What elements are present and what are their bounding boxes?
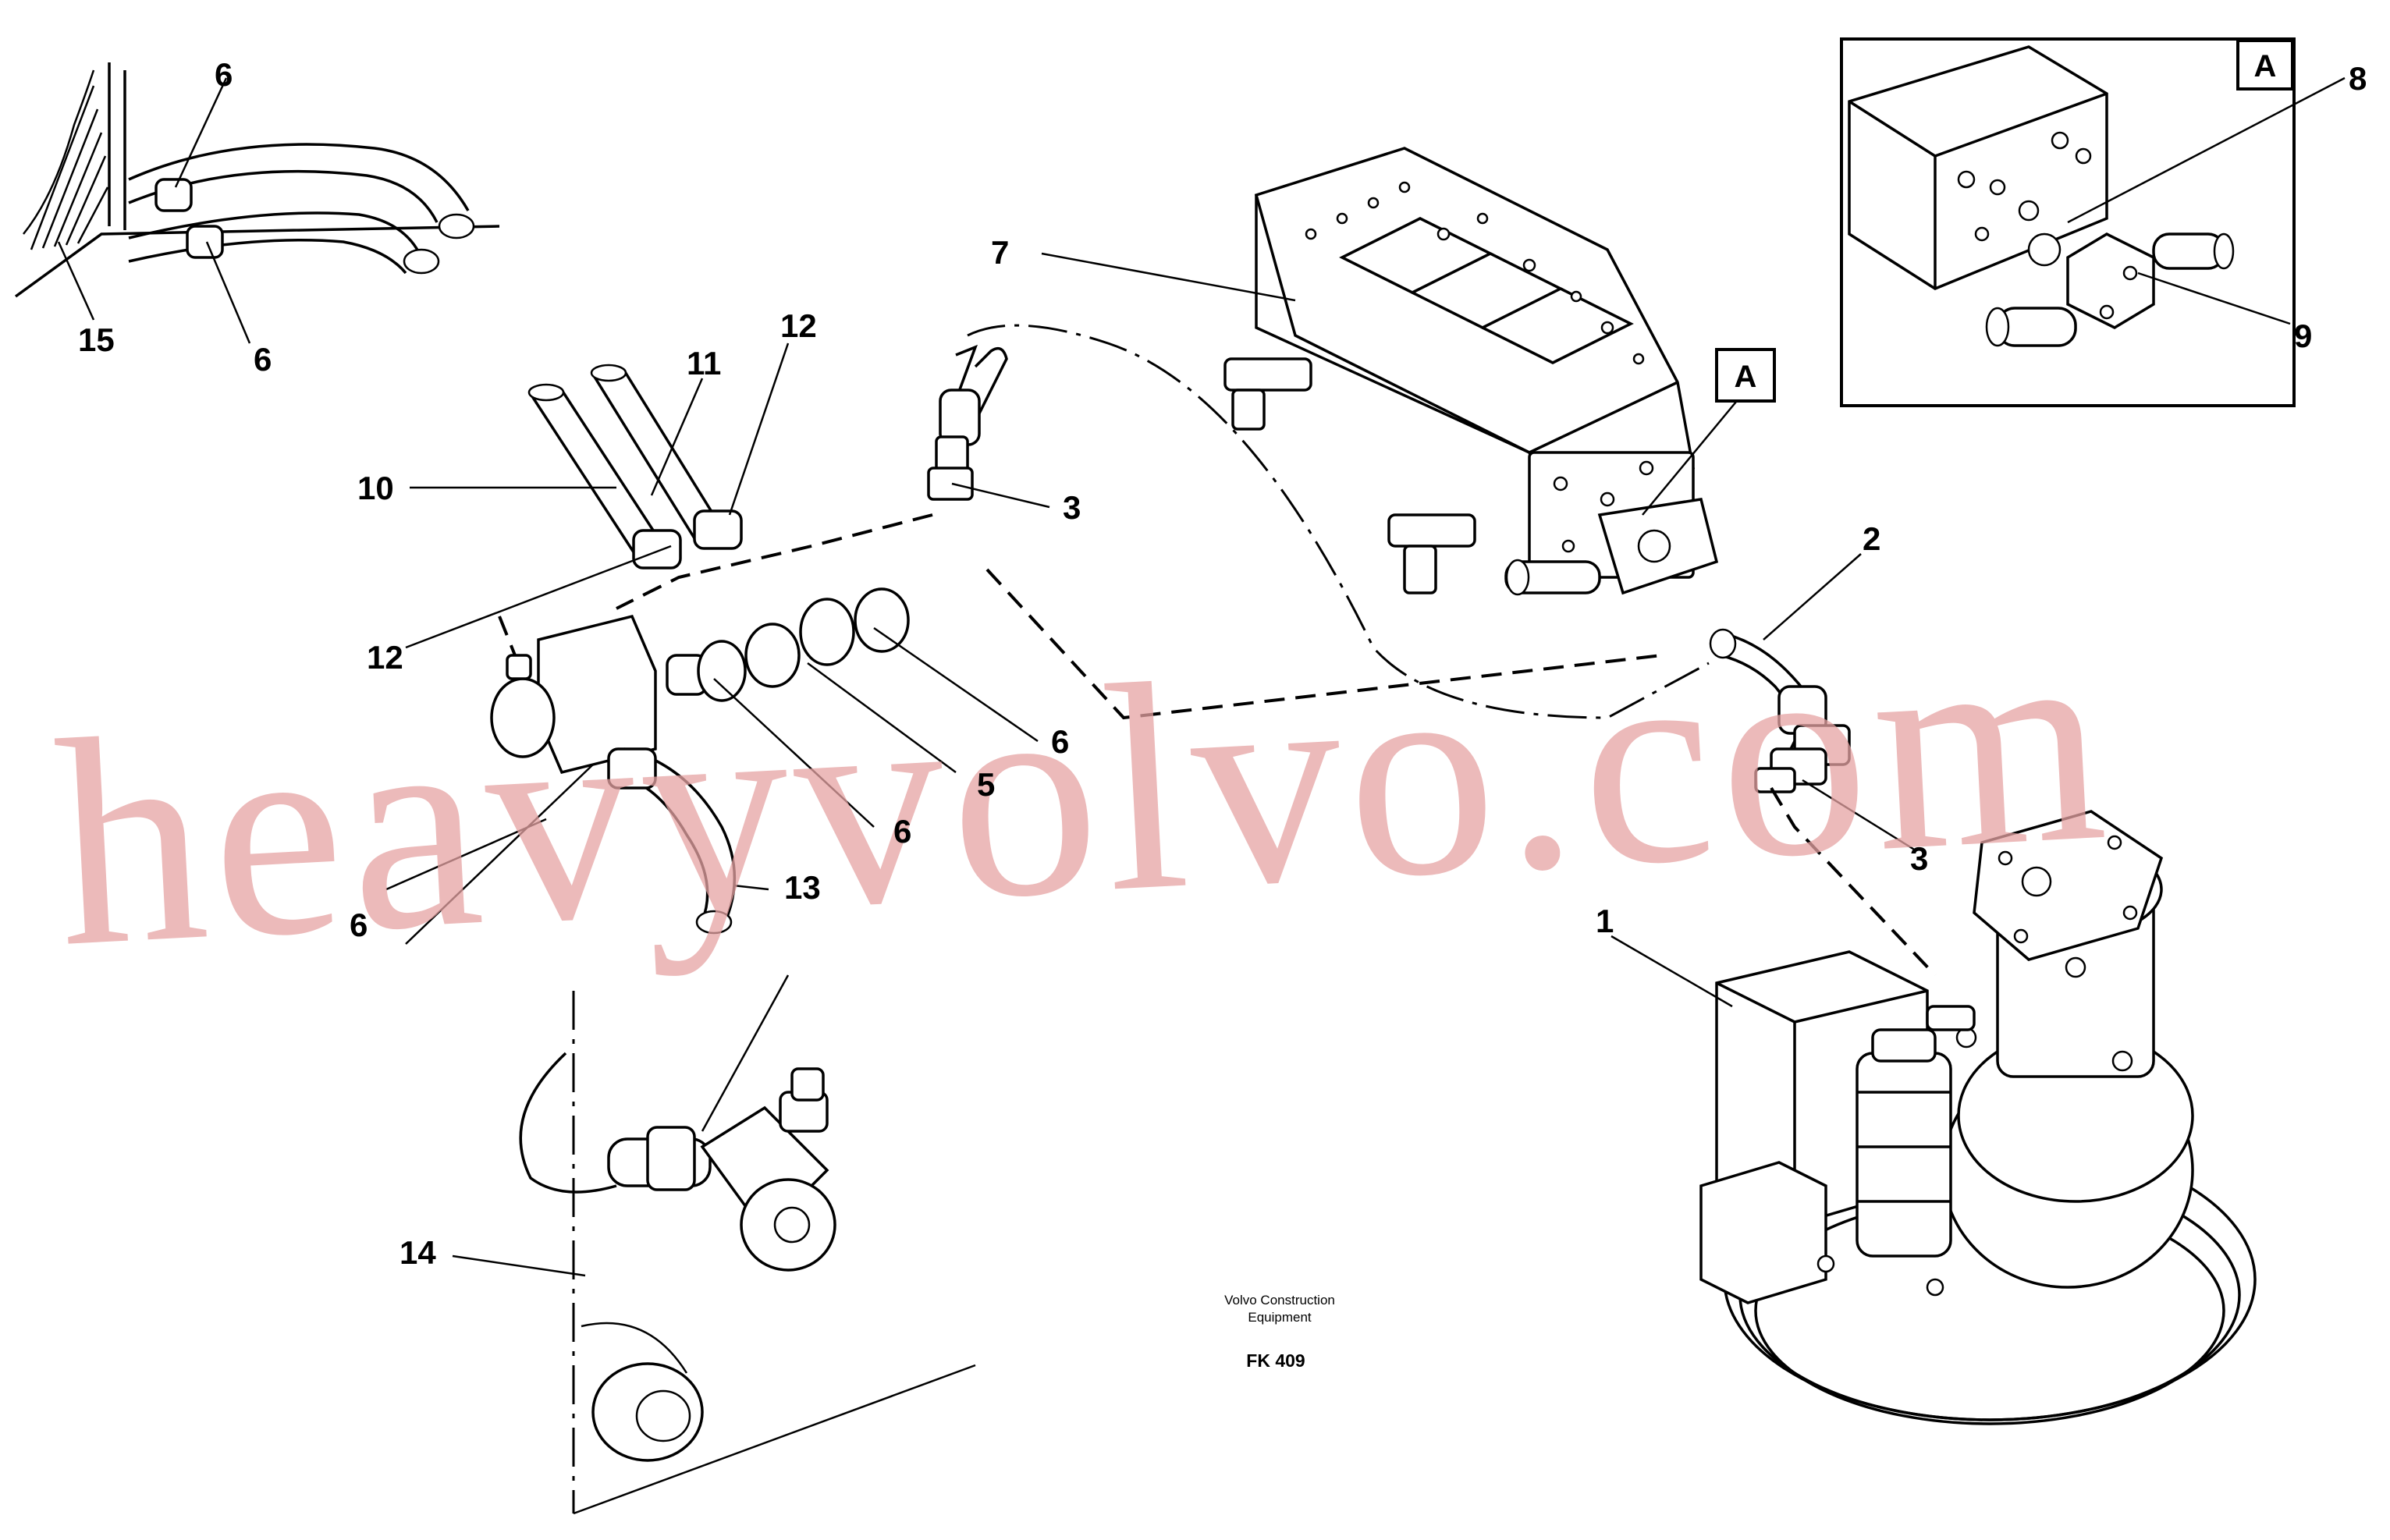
callout-12-upper: 12 <box>780 307 817 344</box>
callout-15: 15 <box>78 321 115 358</box>
callout-6-inset-top: 6 <box>215 56 233 93</box>
callout-2: 2 <box>1863 520 1880 557</box>
leader-lines <box>57 76 2346 1277</box>
callout-1: 1 <box>1596 903 1614 939</box>
supply-hoses-and-manifold <box>490 364 910 935</box>
diagram-caption: Volvo Construction Equipment FK 409 <box>1224 1293 1335 1371</box>
detail-box-inset: A <box>2236 39 2294 90</box>
cab-wall-detail <box>14 62 500 298</box>
control-valve-block <box>1223 147 1719 596</box>
callout-3-upper: 3 <box>1063 489 1081 526</box>
callout-9: 9 <box>2294 318 2312 354</box>
callout-12-lower: 12 <box>367 639 403 676</box>
detail-box-main: A <box>1715 348 1776 403</box>
hydraulic-pump-assembly <box>1699 810 2257 1425</box>
caption-line-2: Equipment <box>1248 1310 1312 1325</box>
callout-13: 13 <box>784 869 821 906</box>
callout-11: 11 <box>687 345 721 381</box>
callout-14: 14 <box>400 1234 436 1271</box>
detail-box-main-letter: A <box>1735 360 1757 394</box>
routing-lines <box>498 324 1937 977</box>
diagram-code: FK 409 <box>1246 1350 1305 1371</box>
callout-6-coupling-right: 6 <box>1051 723 1069 760</box>
watermark-text: heavyvolvo.com <box>48 573 2118 1009</box>
callout-6-inset-bottom: 6 <box>254 341 272 378</box>
callout-6-elbow: 6 <box>350 907 368 943</box>
hose-assemblies <box>927 344 1851 793</box>
callout-7: 7 <box>991 234 1009 271</box>
detail-box-inset-letter: A <box>2254 49 2277 83</box>
callout-8: 8 <box>2349 60 2367 97</box>
caption-line-1: Volvo Construction <box>1224 1293 1335 1308</box>
callout-6-coupling-left: 6 <box>893 813 911 850</box>
callout-labels: 1 2 3 3 5 6 6 6 6 6 7 8 9 10 11 12 12 13… <box>78 56 2367 1271</box>
callout-5: 5 <box>977 766 995 803</box>
tank-and-fitting <box>519 991 976 1515</box>
callout-3-lower: 3 <box>1910 840 1928 877</box>
callout-10: 10 <box>357 470 394 506</box>
